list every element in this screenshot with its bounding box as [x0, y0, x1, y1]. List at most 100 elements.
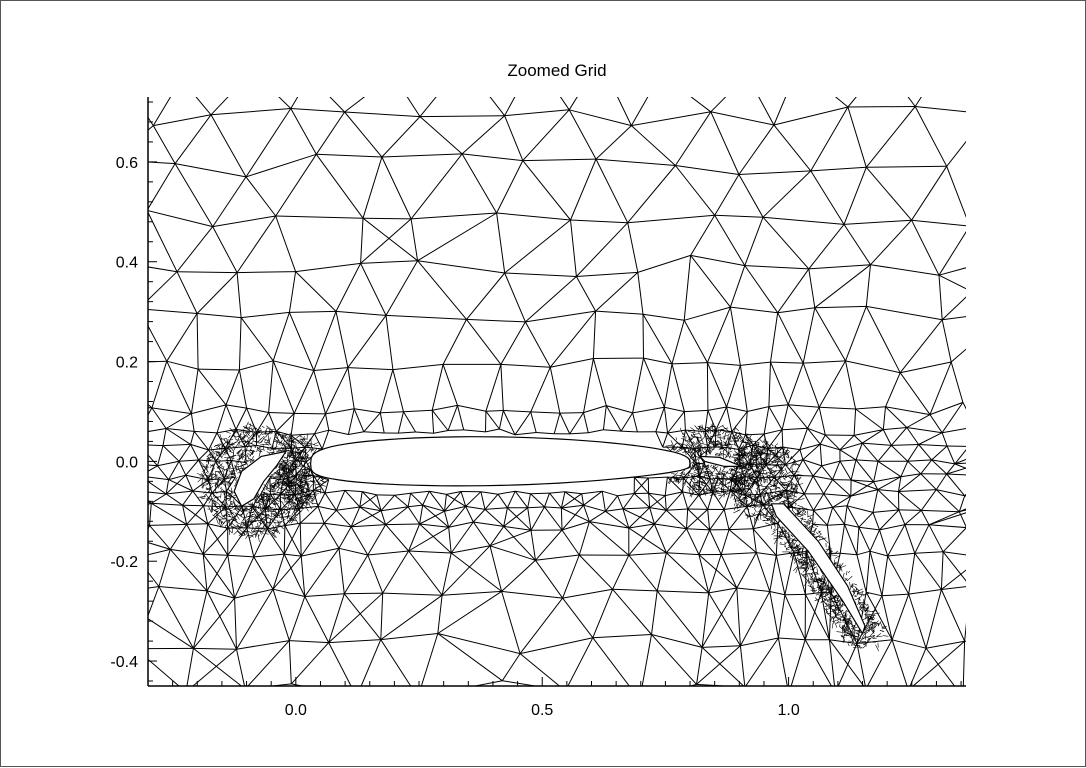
- mesh-edge-dense: [729, 469, 730, 471]
- mesh-edge: [473, 522, 490, 546]
- mesh-edge: [418, 261, 505, 273]
- mesh-edge-dense: [788, 481, 791, 483]
- mesh-edge: [856, 409, 884, 430]
- mesh-edge: [727, 407, 748, 412]
- mesh-edge: [198, 369, 239, 370]
- mesh-edge: [569, 110, 631, 126]
- mesh-edge: [740, 592, 769, 646]
- mesh-edge: [408, 505, 423, 507]
- mesh-edge: [965, 641, 1001, 647]
- mesh-edge: [442, 591, 502, 595]
- mesh-edge-dense: [815, 567, 818, 568]
- mesh-edge-dense: [867, 604, 869, 605]
- mesh-edge: [305, 597, 329, 643]
- mesh-edge: [969, 447, 988, 462]
- mesh-edge: [523, 159, 596, 161]
- mesh-edge-dense: [223, 471, 224, 476]
- mesh-edge: [486, 411, 503, 412]
- mesh-edge: [730, 307, 777, 313]
- mesh-edge: [654, 510, 666, 524]
- mesh-edge: [856, 407, 886, 409]
- mesh-edge: [870, 530, 880, 551]
- mesh-edge: [652, 635, 697, 685]
- mesh-edge: [481, 492, 498, 495]
- mesh-edge: [235, 557, 254, 598]
- mesh-edge: [840, 450, 856, 460]
- mesh-edge: [163, 429, 166, 446]
- mesh-edge: [770, 592, 785, 595]
- mesh-edge: [449, 527, 452, 553]
- mesh-edge: [666, 553, 699, 555]
- mesh-edge: [569, 110, 596, 159]
- mesh-edge: [561, 508, 562, 530]
- mesh-edge: [650, 496, 666, 508]
- mesh-edge: [631, 74, 661, 126]
- mesh-edge: [152, 408, 192, 414]
- mesh-edge: [348, 432, 363, 435]
- mesh-edge: [915, 525, 929, 554]
- mesh-edge: [110, 492, 121, 513]
- mesh-edge: [605, 511, 628, 528]
- mesh-edge: [228, 528, 247, 555]
- mesh-edge: [563, 598, 593, 638]
- mesh-edge: [711, 112, 739, 175]
- mesh-edge: [921, 460, 932, 474]
- mesh-edge: [531, 494, 545, 507]
- mesh-edge: [345, 112, 382, 157]
- mesh-edge-dense: [207, 457, 213, 459]
- mesh-edge: [965, 495, 1000, 496]
- mesh-edge: [501, 322, 526, 365]
- mesh-edge: [361, 218, 363, 263]
- mesh-edge: [314, 311, 336, 370]
- mesh-edge: [644, 358, 673, 364]
- mesh-edge-dense: [780, 544, 785, 545]
- mesh-edge: [845, 506, 848, 525]
- mesh-edge: [745, 217, 763, 265]
- mesh-edge: [969, 446, 1000, 447]
- mesh-edge: [782, 430, 783, 447]
- mesh-edge: [550, 311, 595, 367]
- mesh-edge: [782, 428, 807, 430]
- mesh-edge: [515, 491, 530, 494]
- mesh-edge: [684, 307, 730, 320]
- mesh-edge: [936, 490, 959, 512]
- mesh-edge-dense: [849, 616, 851, 617]
- mesh-edge: [336, 263, 361, 311]
- mesh-edge: [381, 595, 442, 639]
- mesh-edge-dense: [226, 447, 229, 448]
- mesh-edge: [691, 255, 731, 307]
- mesh-edge: [345, 490, 360, 507]
- mesh-edge: [891, 428, 907, 446]
- mesh-edge-dense: [258, 531, 264, 532]
- mesh-edge: [576, 223, 627, 277]
- mesh-edge-dense: [836, 567, 840, 568]
- mesh-edge: [769, 362, 771, 407]
- mesh-edge: [115, 445, 139, 446]
- mesh-edge: [151, 503, 186, 524]
- mesh-edge-dense: [747, 492, 750, 494]
- mesh-edge-dense: [276, 443, 278, 449]
- mesh-edge: [873, 512, 880, 530]
- mesh-edge: [915, 552, 943, 554]
- mesh-edge: [404, 412, 416, 432]
- mesh-edge: [1010, 256, 1011, 311]
- mesh-edge: [344, 593, 382, 594]
- mesh-edge: [605, 509, 623, 511]
- mesh-edge: [420, 524, 449, 527]
- mesh-edge-dense: [843, 633, 845, 640]
- mesh-edge: [486, 429, 500, 432]
- mesh-edge: [778, 313, 804, 363]
- mesh-edge: [778, 595, 785, 638]
- mesh-edge-dense: [212, 501, 213, 507]
- mesh-edge: [687, 509, 688, 529]
- mesh-edge: [883, 428, 907, 430]
- mesh-edge: [227, 477, 236, 491]
- mesh-edge: [386, 525, 409, 551]
- mesh-edge: [788, 405, 819, 408]
- mesh-edge-dense: [314, 445, 318, 446]
- mesh-edge: [813, 476, 824, 494]
- mesh-edge: [866, 107, 915, 168]
- mesh-edge: [226, 405, 247, 408]
- mesh-edge-dense: [703, 429, 705, 436]
